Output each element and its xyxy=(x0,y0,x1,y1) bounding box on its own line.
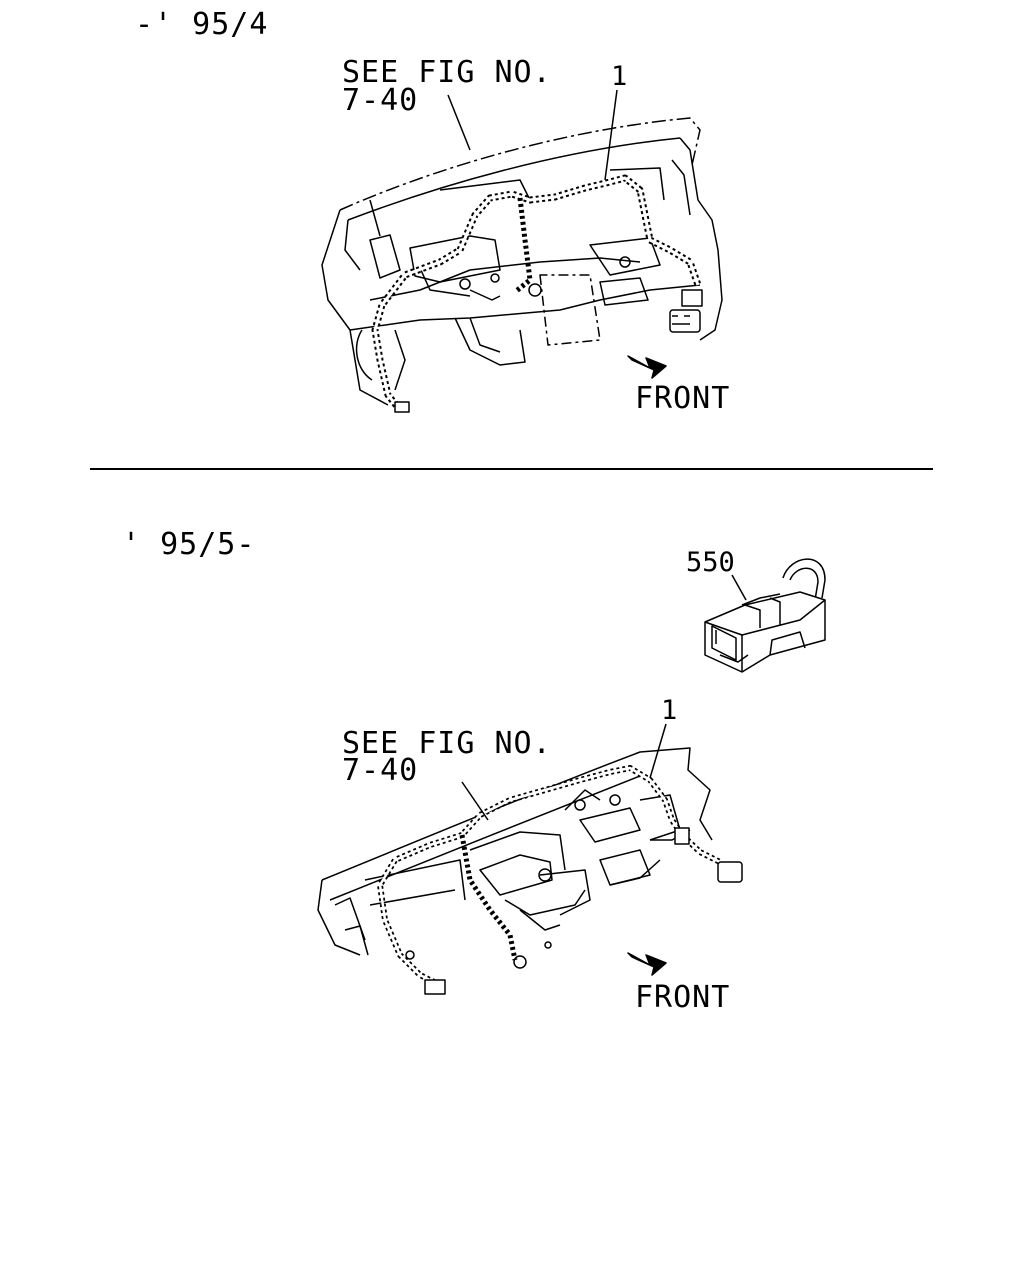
bottom-see-fig-line1: SEE FIG NO. xyxy=(342,726,552,761)
top-front-label: FRONT xyxy=(635,381,731,416)
top-dashboard-illustration xyxy=(321,117,723,413)
top-see-fig-line1: SEE FIG NO. xyxy=(342,55,552,90)
bottom-see-fig-leader xyxy=(461,781,489,821)
bottom-front-label: FRONT xyxy=(635,980,731,1015)
top-range-label: -' 95/4 xyxy=(135,7,269,42)
bottom-dashboard-illustration xyxy=(317,747,743,995)
bottom-see-fig-line2: 7-40 xyxy=(342,753,419,788)
callout-550-leader xyxy=(731,574,747,601)
connector-550-illustration xyxy=(704,558,826,673)
bottom-callout-1: 1 xyxy=(661,695,678,726)
bottom-callout-1-leader xyxy=(649,723,667,779)
bottom-front-arrow-icon xyxy=(627,952,667,976)
top-callout-1: 1 xyxy=(611,61,628,92)
top-front-arrow-icon xyxy=(627,355,667,379)
top-see-fig-line2: 7-40 xyxy=(342,83,419,118)
top-see-fig-leader xyxy=(447,94,471,151)
bottom-callout-550: 550 xyxy=(686,547,735,578)
bottom-range-label: ' 95/5- xyxy=(122,527,256,562)
top-callout-1-leader xyxy=(604,89,618,181)
